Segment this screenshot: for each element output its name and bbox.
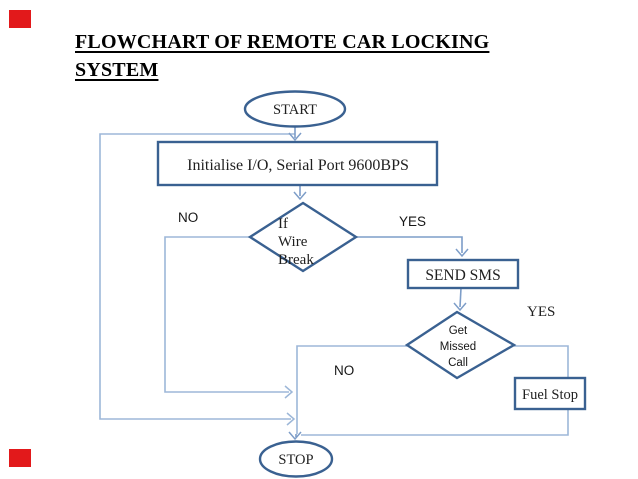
stop-label: STOP (278, 452, 313, 468)
arrowhead-into-missed-call (453, 302, 467, 312)
missed-call-no-label: NO (334, 363, 354, 378)
stop-terminator-shape (258, 440, 334, 478)
connector-sms-to-missed-call (459, 287, 462, 308)
arrowhead-into-wire-break (293, 191, 307, 201)
missed-call-yes-label: YES (527, 304, 555, 320)
send-sms-label: SEND SMS (425, 267, 500, 284)
page-title-line2: SYSTEM (75, 59, 159, 81)
start-terminator-shape (243, 90, 347, 128)
arrowhead-left-loop-merge (286, 412, 296, 426)
connector-outer-left-loop (99, 133, 295, 420)
connector-wire-break-yes-branch (357, 236, 463, 253)
wire-break-no-label: NO (178, 210, 198, 225)
send-sms-process-box (406, 258, 520, 290)
start-label: START (273, 102, 317, 118)
accent-rectangle-top (9, 10, 31, 28)
arrowhead-no-branch-merge (284, 385, 294, 399)
page-title-line1: FLOWCHART OF REMOTE CAR LOCKING (75, 31, 490, 53)
wire-break-decision-shape (247, 201, 359, 273)
missed-call-label-line2: Missed (440, 341, 476, 353)
arrowhead-into-stop (288, 431, 302, 441)
accent-rectangle-bottom (9, 449, 31, 467)
connector-wire-break-no-branch (164, 236, 289, 393)
wire-break-label-line1: If (278, 216, 288, 232)
init-process-label: Initialise I/O, Serial Port 9600BPS (187, 157, 409, 174)
wire-break-yes-label: YES (399, 214, 426, 229)
missed-call-label-line3: Call (448, 357, 468, 369)
wire-break-label-line2: Wire (278, 234, 308, 250)
arrowhead-into-init (288, 132, 302, 142)
missed-call-decision-shape (404, 310, 517, 380)
fuel-stop-process-box (513, 376, 587, 411)
fuel-stop-label: Fuel Stop (522, 387, 578, 403)
init-process-box (156, 140, 439, 187)
wire-break-label-line3: Break (278, 252, 314, 268)
arrowhead-into-send-sms (455, 248, 469, 258)
connector-missed-call-no-branch (296, 345, 407, 434)
page-title: FLOWCHART OF REMOTE CAR LOCKING SYSTEM (75, 28, 545, 84)
missed-call-label-line1: Get (449, 325, 468, 337)
